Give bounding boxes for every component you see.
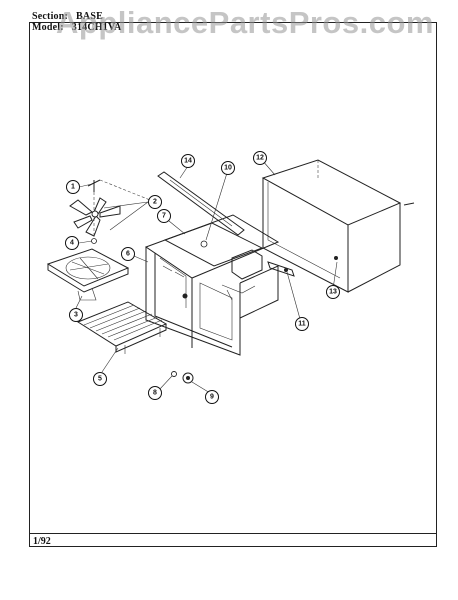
svg-text:6: 6	[126, 251, 130, 258]
section-header: Section: BASE	[32, 11, 103, 22]
callout-12: 12	[253, 151, 267, 165]
callout-11: 11	[295, 317, 309, 331]
svg-text:12: 12	[256, 155, 264, 162]
svg-text:7: 7	[162, 213, 166, 220]
oven-rack	[76, 301, 168, 354]
drawing-frame	[29, 22, 437, 547]
svg-text:11: 11	[298, 321, 306, 328]
callout-1: 1	[66, 180, 80, 194]
callout-6: 6	[121, 247, 135, 261]
thermostat-parts	[171, 371, 194, 384]
callout-8: 8	[148, 386, 162, 400]
watermark-text: AppliancePartsPros.com	[56, 5, 434, 40]
callout-10: 10	[221, 161, 235, 175]
footer-divider	[29, 533, 437, 534]
callout-5: 5	[93, 372, 107, 386]
footer-code: 1/92	[33, 536, 51, 547]
svg-text:3: 3	[74, 312, 78, 319]
section-value: BASE	[76, 11, 103, 22]
callout-3: 3	[69, 308, 83, 322]
callout-13: 13	[326, 285, 340, 299]
inner-top-panel	[163, 222, 264, 301]
callout-2: 2	[148, 195, 162, 209]
svg-text:14: 14	[184, 158, 192, 165]
outer-cabinet-wrapper	[261, 159, 415, 293]
fan-cover	[46, 248, 130, 301]
svg-text:8: 8	[153, 390, 157, 397]
callout-9: 9	[205, 390, 219, 404]
model-value: 314CH1VA	[71, 22, 122, 33]
top-trim-rail	[157, 171, 245, 236]
oven-cavity-front	[144, 214, 280, 356]
fan-blade-assembly	[69, 179, 151, 244]
callout-14: 14	[181, 154, 195, 168]
svg-text:10: 10	[224, 165, 232, 172]
svg-text:13: 13	[329, 289, 337, 296]
section-label: Section:	[32, 11, 69, 22]
svg-text:1: 1	[71, 184, 75, 191]
model-header: Model: 314CH1VA	[32, 22, 122, 33]
svg-text:2: 2	[153, 199, 157, 206]
leader-lines	[75, 159, 338, 394]
model-label: Model:	[32, 22, 64, 33]
svg-text:9: 9	[210, 394, 214, 401]
side-bracket	[267, 261, 295, 277]
svg-text:5: 5	[98, 376, 102, 383]
callout-4: 4	[65, 236, 79, 250]
callout-7: 7	[157, 209, 171, 223]
svg-text:4: 4	[70, 240, 74, 247]
